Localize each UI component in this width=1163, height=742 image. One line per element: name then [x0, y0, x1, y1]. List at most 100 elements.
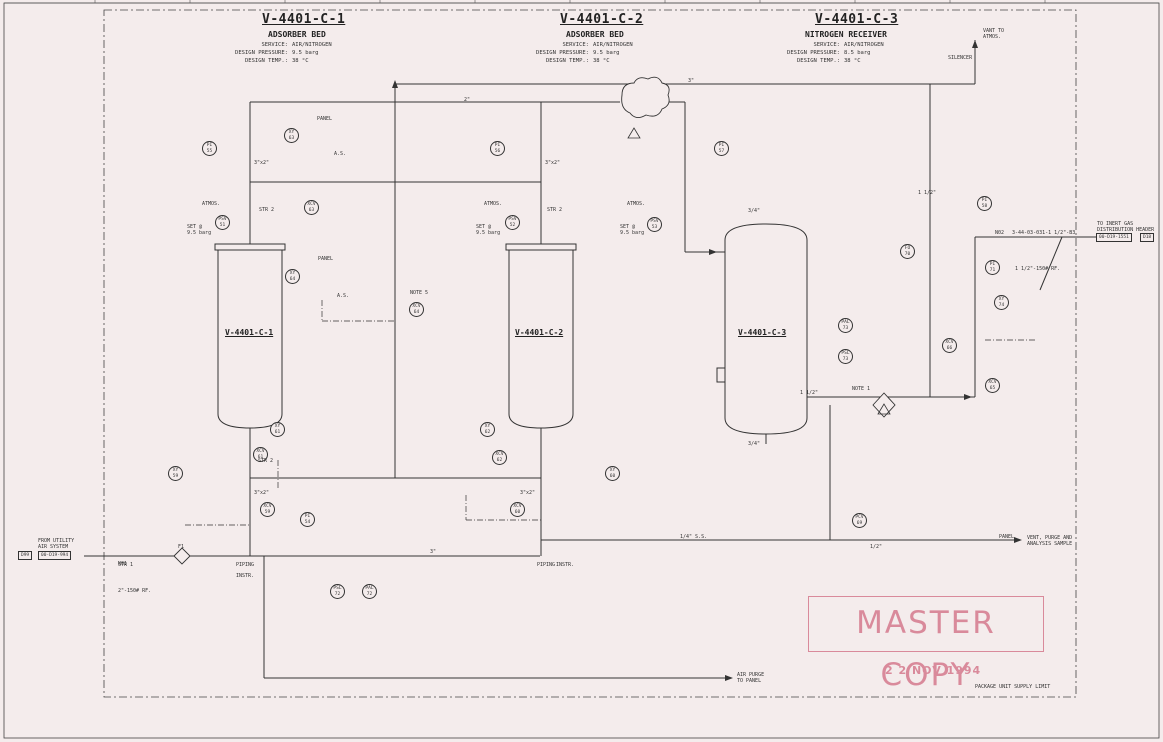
drain-size-c3: 3/4" — [748, 441, 761, 447]
from-utility-label: FROM UTILITY AIR SYSTEM — [38, 538, 75, 550]
pressure-value: 8.5 barg — [844, 50, 871, 56]
piping-label-2: PIPING — [537, 562, 556, 568]
panel-label-3: PANEL — [999, 534, 1015, 540]
line-size-3in-a: 3" — [430, 549, 437, 555]
air-purge-label: AIR PURGE TO PANEL — [737, 672, 765, 684]
temp-row: DESIGN TEMP.:38 °C — [778, 58, 861, 64]
nozzle-n01: N01 — [118, 561, 128, 567]
vessel-service-title: ADSORBER BED — [268, 30, 326, 39]
vent-purge-label: VENT, PURGE AND ANALYSIS SAMPLE — [1027, 535, 1073, 547]
service-row: SERVICE:AIR/NITROGEN — [527, 42, 633, 48]
sheet-ruler — [4, 0, 1159, 4]
piping-label-1: PIPING — [236, 562, 255, 568]
vent-size-c3: 3/4" — [748, 208, 761, 214]
process-lines — [84, 40, 1125, 679]
temp-row: DESIGN TEMP.:38 °C — [527, 58, 610, 64]
vessel-service-title: NITROGEN RECEIVER — [805, 30, 887, 39]
cloud-a — [621, 76, 670, 118]
service-value: AIR/NITROGEN — [292, 42, 332, 48]
temp-value: 38 °C — [292, 58, 309, 64]
strainer-label-4: STR 1 — [118, 562, 134, 568]
pressure-key: DESIGN PRESSURE: — [536, 50, 589, 56]
pressure-row: DESIGN PRESSURE: 8.5 barg — [778, 50, 871, 56]
temp-row: DESIGN TEMP.: 38 °C — [226, 58, 309, 64]
strainer-label-3: STR 2 — [258, 458, 274, 464]
to-inert-label: TO INERT GAS DISTRIBUTION HEADER — [1097, 221, 1155, 233]
temp-key: DESIGN TEMP.: — [545, 58, 589, 64]
pressure-value: 9.5 barg — [292, 50, 319, 56]
service-row: SERVICE:AIR/NITROGEN — [778, 42, 884, 48]
panel-label-2: PANEL — [318, 256, 334, 262]
flange-1half: 1 1/2"-150# RF. — [1015, 266, 1061, 272]
service-value: AIR/NITROGEN — [593, 42, 633, 48]
set-label-2: SET @ 9.5 barg — [476, 224, 501, 236]
reducer-label-2: 3"x2" — [520, 490, 536, 496]
as-label-2: A.S. — [337, 293, 350, 299]
vessel-tag-title: V-4401-C-2 — [560, 12, 644, 27]
from-line-tag: 00-D19-994 — [38, 551, 72, 560]
nozzle-n02: N02 — [995, 230, 1005, 236]
service-key: SERVICE: — [813, 42, 841, 48]
package-limit-label: PACKAGE UNIT SUPPLY LIMIT — [975, 684, 1051, 690]
service-key: SERVICE: — [261, 42, 289, 48]
as-label-1: A.S. — [334, 151, 347, 157]
to-sheet-tag: D18 — [1140, 233, 1155, 242]
pressure-row: DESIGN PRESSURE: 9.5 barg — [527, 50, 620, 56]
vent-label: VANT TO ATMOS. — [983, 28, 1005, 40]
set-label-3: SET @ 9.5 barg — [620, 224, 645, 236]
panel-label-1: PANEL — [317, 116, 333, 122]
temp-key: DESIGN TEMP.: — [796, 58, 840, 64]
pressure-key: DESIGN PRESSURE: — [235, 50, 288, 56]
strainer-label-1: STR 2 — [259, 207, 275, 213]
line-size-3in-b: 3" — [688, 78, 695, 84]
spec-line: 3-44-03-031-1 1/2"-B3 — [1012, 230, 1076, 236]
vessel-c1-name: V-4401-C-1 — [225, 328, 274, 337]
to-line-tag: 00-D19-1551 — [1096, 233, 1132, 242]
stamp-date: 2 2 NOV 1994 — [885, 664, 982, 677]
atmos-label-2: ATMOS. — [484, 201, 503, 207]
service-value: AIR/NITROGEN — [844, 42, 884, 48]
pressure-value: 9.5 barg — [593, 50, 620, 56]
filter-a — [872, 392, 896, 418]
service-row: SERVICE:AIR/NITROGEN — [226, 42, 332, 48]
note5-label: NOTE 5 — [410, 290, 429, 296]
vessel-tag-title: V-4401-C-3 — [815, 12, 899, 27]
flange-2in: 2"-150# RF. — [118, 588, 152, 594]
vessel-c3 — [716, 223, 808, 435]
pressure-key: DESIGN PRESSURE: — [787, 50, 840, 56]
line-ss: 1/4" S.S. — [680, 534, 708, 540]
vessel-service-title: ADSORBER BED — [566, 30, 624, 39]
reducer-label-4: 3"x2" — [545, 160, 561, 166]
silencer-label: SILENCER — [948, 55, 973, 61]
master-copy-stamp: MASTER COPY — [808, 596, 1044, 693]
reducer-label-3: 3"x2" — [254, 160, 270, 166]
temp-key: DESIGN TEMP.: — [244, 58, 288, 64]
filter-f1-label: F1 — [178, 544, 185, 550]
vessel-tag-title: V-4401-C-1 — [262, 12, 346, 27]
reducer-label-1: 3"x2" — [254, 490, 270, 496]
instr-label-2: INSTR. — [556, 562, 575, 568]
package-limit-boundary — [103, 9, 1077, 698]
